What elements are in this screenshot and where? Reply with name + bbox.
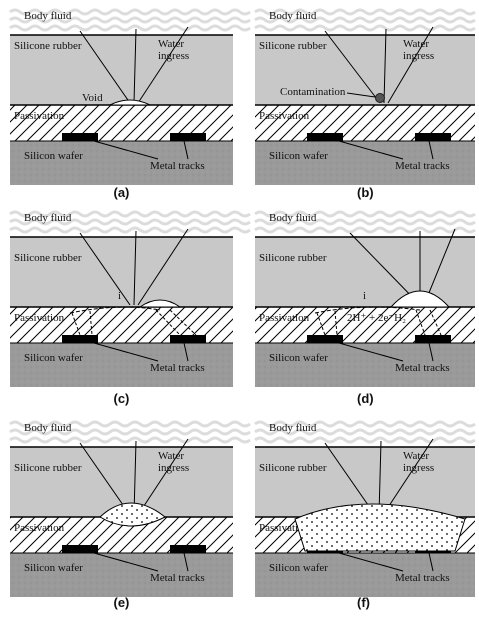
panel-caption: (d) bbox=[357, 391, 374, 406]
panel-caption: (f) bbox=[357, 595, 370, 610]
passivation-label: Passivation bbox=[259, 110, 310, 122]
fluid-waves bbox=[254, 420, 476, 444]
metal-track bbox=[62, 335, 98, 343]
panel-caption: (b) bbox=[357, 185, 374, 200]
metal-track bbox=[307, 133, 343, 141]
silicon-wafer-label: Silicon wafer bbox=[24, 150, 83, 162]
water-ingress-label: Water bbox=[403, 38, 429, 50]
water-ingress-label: Water bbox=[158, 450, 184, 462]
metal-track bbox=[415, 335, 451, 343]
void-shape bbox=[109, 99, 151, 106]
silicon-wafer-label: Silicon wafer bbox=[269, 352, 328, 364]
silicon-wafer-label: Silicon wafer bbox=[24, 562, 83, 574]
silicone-rubber-label: Silicone rubber bbox=[259, 252, 327, 264]
body-fluid-label: Body fluid bbox=[24, 10, 72, 22]
silicone-rubber-label: Silicone rubber bbox=[14, 252, 82, 264]
water-ingress-label: ingress bbox=[403, 50, 434, 62]
current-label: i bbox=[363, 290, 366, 302]
passivation-label: Passivation bbox=[14, 522, 65, 534]
metal-track bbox=[62, 545, 98, 553]
water-ingress-label: ingress bbox=[158, 462, 189, 474]
water-ingress-label: ingress bbox=[403, 462, 434, 474]
body-fluid-label: Body fluid bbox=[24, 422, 72, 434]
panel-caption: (a) bbox=[114, 185, 130, 200]
metal-track bbox=[170, 335, 206, 343]
metal-track bbox=[307, 335, 343, 343]
passivation-label: Passivation bbox=[14, 110, 65, 122]
metal-track bbox=[62, 133, 98, 141]
passivation-label: Passivation bbox=[14, 312, 65, 324]
moisture-dots bbox=[100, 503, 165, 526]
fluid-waves bbox=[254, 8, 476, 32]
metal-tracks-label: Metal tracks bbox=[150, 572, 205, 584]
passivation-label: Passivation bbox=[259, 312, 310, 324]
silicone-rubber-label: Silicone rubber bbox=[259, 40, 327, 52]
silicon-wafer-label: Silicon wafer bbox=[269, 150, 328, 162]
metal-track bbox=[415, 133, 451, 141]
water-ingress-label: Water bbox=[403, 450, 429, 462]
silicone-rubber-layer bbox=[255, 35, 475, 105]
silicon-wafer-label: Silicon wafer bbox=[24, 352, 83, 364]
current-path bbox=[314, 306, 421, 314]
body-fluid-label: Body fluid bbox=[269, 10, 317, 22]
body-fluid-label: Body fluid bbox=[24, 212, 72, 224]
silicone-rubber-label: Silicone rubber bbox=[259, 462, 327, 474]
panel-caption: (c) bbox=[114, 391, 130, 406]
moisture-blister bbox=[138, 299, 182, 308]
water-ingress-label: ingress bbox=[158, 50, 189, 62]
panel-caption: (e) bbox=[114, 595, 130, 610]
body-fluid-label: Body fluid bbox=[269, 212, 317, 224]
void-label: Void bbox=[82, 92, 103, 104]
fluid-waves bbox=[254, 210, 476, 234]
moisture-blister bbox=[389, 290, 451, 308]
contamination-label: Contamination bbox=[280, 86, 346, 98]
silicon-wafer-label: Silicon wafer bbox=[269, 562, 328, 574]
current-label: i bbox=[118, 290, 121, 302]
reaction-label: 2H⁺ + 2e⁻H₂ bbox=[347, 312, 406, 324]
metal-tracks-label: Metal tracks bbox=[150, 362, 205, 374]
silicone-rubber-layer bbox=[10, 237, 233, 307]
metal-track bbox=[170, 133, 206, 141]
silicone-rubber-layer bbox=[10, 35, 233, 105]
body-fluid-label: Body fluid bbox=[269, 422, 317, 434]
contamination-particle bbox=[375, 93, 385, 103]
moisture-dots bbox=[295, 504, 465, 551]
fluid-waves bbox=[9, 8, 251, 32]
silicone-rubber-label: Silicone rubber bbox=[14, 462, 82, 474]
fluid-waves bbox=[9, 420, 251, 444]
metal-tracks-label: Metal tracks bbox=[395, 160, 450, 172]
current-path bbox=[69, 306, 161, 314]
metal-tracks-label: Metal tracks bbox=[395, 362, 450, 374]
metal-tracks-label: Metal tracks bbox=[395, 572, 450, 584]
metal-tracks-label: Metal tracks bbox=[150, 160, 205, 172]
water-ingress-label: Water bbox=[158, 38, 184, 50]
fluid-waves bbox=[9, 210, 251, 234]
metal-track bbox=[170, 545, 206, 553]
silicone-rubber-label: Silicone rubber bbox=[14, 40, 82, 52]
